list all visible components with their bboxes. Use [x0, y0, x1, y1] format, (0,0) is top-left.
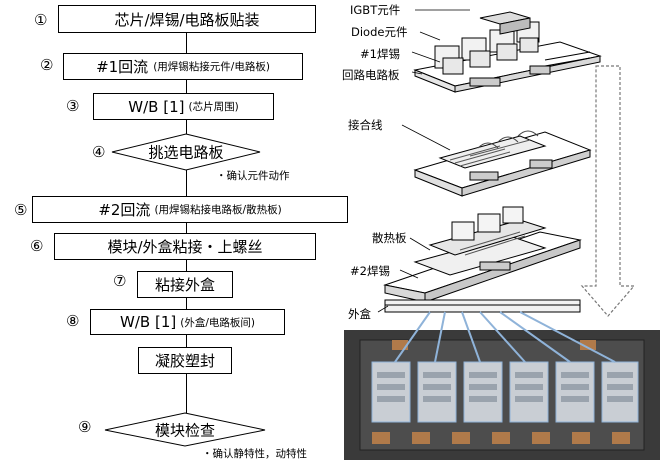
- step-box-reflow-2: #2回流 (用焊锡粘接电路板/散热板): [32, 196, 348, 223]
- label-bond-wire: 接合线: [348, 118, 383, 132]
- step-label-select-board: 挑选电路板: [148, 143, 224, 162]
- step-number: ④: [92, 143, 106, 161]
- step-label: 凝胶塑封: [154, 352, 215, 370]
- heatsink-layer: [383, 206, 582, 303]
- step-label: 粘接外盒: [154, 276, 215, 294]
- step-box-wire-bond-2: W/B [1] (外盒/电路板间): [90, 309, 285, 335]
- label-solder-1: #1焊锡: [360, 47, 400, 61]
- step-number: ⑥: [30, 237, 44, 255]
- step-number: ⑤: [14, 201, 28, 219]
- step-box-gel-potting: 凝胶塑封: [138, 347, 232, 374]
- step-box-module-case-screw: 模块/外盒粘接・上螺丝: [54, 233, 316, 260]
- step-box-reflow-1: #1回流 (用焊锡粘接元件/电路板): [63, 53, 303, 80]
- step-number: ⑧: [66, 312, 80, 330]
- step-label: 芯片/焊锡/电路板贴装: [114, 10, 260, 29]
- note-confirm-operation: ・确认元件动作: [216, 170, 290, 182]
- label-heatsink: 散热板: [372, 231, 407, 245]
- step-sublabel: (芯片周围): [188, 101, 239, 113]
- step-number: ③: [66, 97, 80, 115]
- step-number: ②: [40, 56, 54, 74]
- step-label: #1回流: [96, 58, 149, 76]
- case-plate: [384, 299, 581, 313]
- step-label: 模块/外盒粘接・上螺丝: [107, 238, 263, 256]
- step-number: ①: [34, 11, 48, 29]
- step-sublabel: (用焊锡粘接元件/电路板): [153, 61, 270, 73]
- bond-wire-layer: [413, 130, 592, 197]
- label-solder-2: #2焊锡: [350, 264, 390, 278]
- step-label: W/B [1]: [120, 313, 177, 331]
- step-box-chip-mount: 芯片/焊锡/电路板贴装: [58, 5, 316, 33]
- circuit-board-with-chips: [413, 11, 602, 93]
- label-circuit-board: 回路电路板: [342, 68, 400, 82]
- label-case: 外盒: [348, 307, 371, 321]
- label-diode: Diode元件: [351, 25, 408, 39]
- step-sublabel: (用焊锡粘接电路板/散热板): [154, 204, 282, 216]
- module-photo: [344, 330, 660, 460]
- step-label-module-check: 模块检查: [154, 421, 216, 440]
- step-label: W/B [1]: [128, 97, 185, 116]
- step-number: ⑨: [78, 418, 92, 436]
- step-box-case-bond: 粘接外盒: [137, 271, 233, 298]
- step-number: ⑦: [113, 272, 127, 290]
- label-leader-lines: [377, 9, 470, 313]
- step-sublabel: (外盒/电路板间): [180, 316, 255, 329]
- note-confirm-characteristics: ・确认静特性，动特性: [202, 448, 307, 460]
- down-arrow-icon: [580, 65, 636, 317]
- step-label: #2回流: [98, 201, 151, 219]
- label-igbt: IGBT元件: [350, 3, 401, 17]
- step-box-wire-bond-1: W/B [1] (芯片周围): [93, 93, 274, 120]
- guide-lines: [394, 311, 616, 363]
